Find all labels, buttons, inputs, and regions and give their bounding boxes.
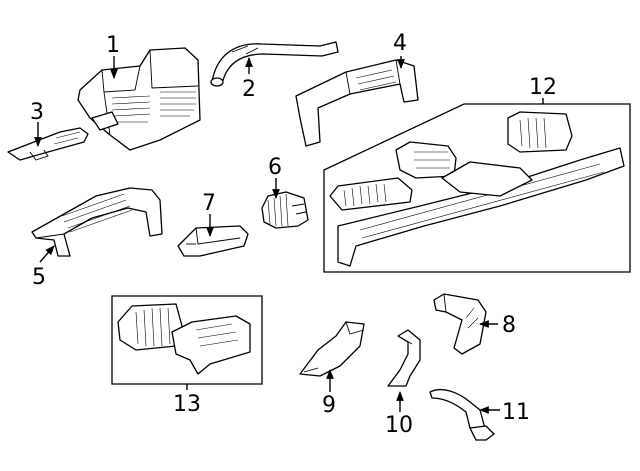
- part-2-duct-pipe[interactable]: [210, 41, 339, 87]
- callout-5: 5: [32, 265, 46, 290]
- part-6-vent-housing[interactable]: [261, 191, 309, 229]
- leader-5: [39, 245, 55, 263]
- callout-12: 12: [529, 75, 557, 100]
- part-3-bracket[interactable]: [7, 127, 89, 161]
- callout-8: 8: [502, 313, 516, 338]
- part-11-outlet-pipe[interactable]: [429, 388, 495, 441]
- callout-9: 9: [322, 393, 336, 418]
- callout-4: 4: [393, 31, 407, 56]
- part-1-center-duct[interactable]: [77, 47, 201, 151]
- part-7-duct-cover[interactable]: [177, 225, 249, 257]
- callout-2: 2: [242, 77, 256, 102]
- callout-1: 1: [106, 33, 120, 58]
- callout-13: 13: [173, 392, 201, 417]
- callout-3: 3: [30, 100, 44, 125]
- part-8-curved-duct[interactable]: [433, 293, 487, 355]
- part-5-left-duct[interactable]: [31, 187, 163, 257]
- callout-6: 6: [268, 155, 282, 180]
- part-13-vent-box[interactable]: [111, 295, 263, 385]
- leader-lines: [34, 56, 544, 414]
- callout-labels: 1 2 3 4 5 6 7 8 9 10 11 12 13: [30, 31, 557, 438]
- part-4-side-duct[interactable]: [295, 59, 419, 147]
- part-9-lower-duct[interactable]: [299, 321, 365, 377]
- part-10-thin-duct[interactable]: [387, 329, 421, 387]
- part-12-panel-duct-box[interactable]: [323, 103, 631, 273]
- callout-10: 10: [385, 413, 413, 438]
- callout-7: 7: [202, 191, 216, 216]
- callout-11: 11: [502, 400, 530, 425]
